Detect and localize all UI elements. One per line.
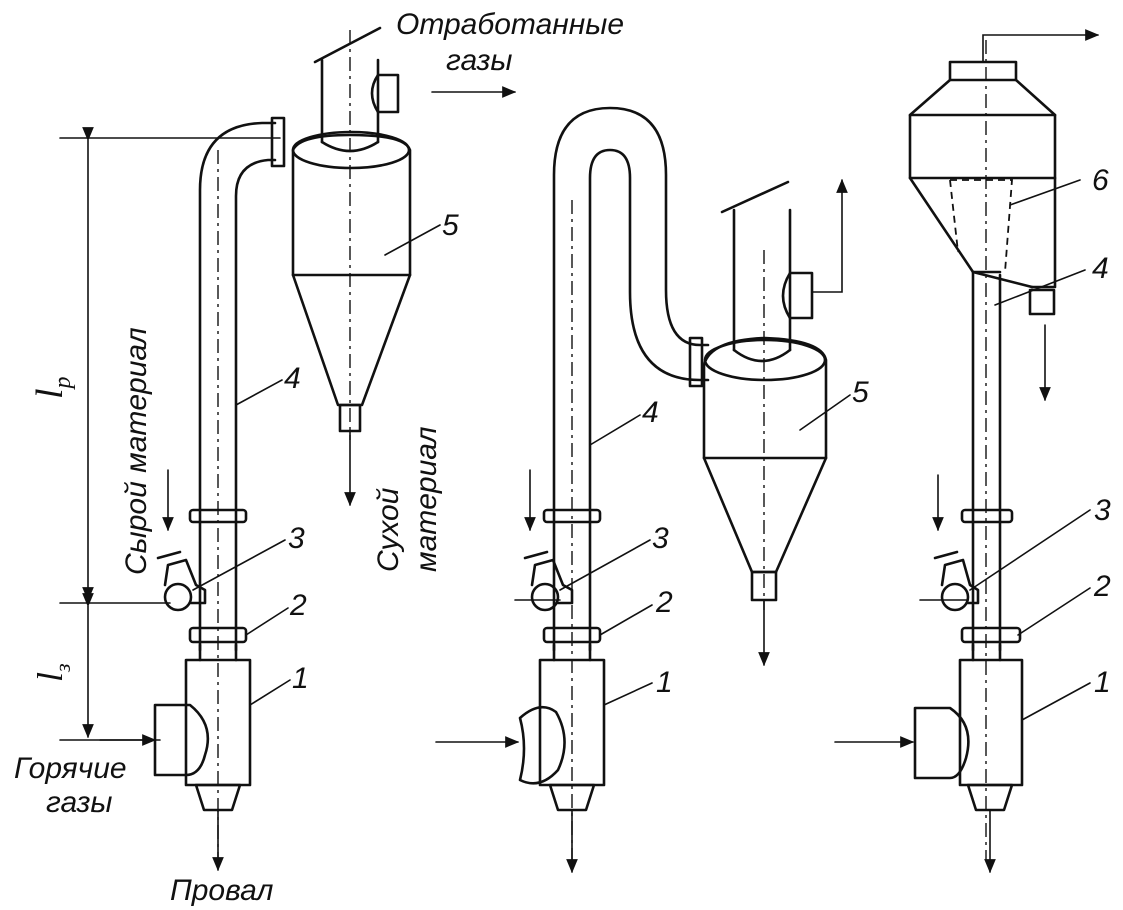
upper-flange-2: [542, 508, 602, 524]
cyclone-cone-2: [702, 456, 828, 574]
riser-outer-wall: [198, 121, 277, 652]
u-pipe-inner: [588, 148, 710, 652]
callout-4-3: 4: [1092, 252, 1109, 285]
scheme-3: 6 4 3 2 1: [834, 29, 1111, 874]
exhaust-pipe-bottom: [320, 140, 380, 153]
callout-1-3: 1: [1094, 666, 1111, 699]
callout-2: 2: [289, 589, 307, 622]
leader-1: [249, 679, 291, 706]
feeder-lip: [156, 550, 182, 560]
leader-4-3: [994, 269, 1086, 306]
dry-material-label-2: материал: [410, 426, 443, 572]
leader-3-3: [969, 509, 1091, 591]
feeder-hopper: [163, 558, 207, 605]
leader-6: [1009, 179, 1081, 206]
hot-gas-inlet-2: [518, 705, 566, 785]
callout-2-3: 2: [1093, 570, 1111, 603]
dim-zone-label: lз: [30, 663, 75, 682]
callout-4: 4: [284, 362, 301, 395]
exhaust-arrow-2: [811, 178, 848, 293]
exhaust-arrow-3: [982, 29, 1100, 63]
exhaust-outlet-2: [781, 271, 814, 320]
furnace-body: [184, 658, 252, 787]
u-pipe-outer: [552, 106, 710, 652]
exhaust-outlet: [370, 73, 400, 114]
cyclone-top-rim: [291, 130, 411, 170]
leader-2-3: [1017, 587, 1091, 636]
leader-5: [384, 224, 441, 256]
furnace-body-3: [958, 658, 1024, 787]
callout-5: 5: [442, 209, 459, 242]
exhaust-pipe-2: [732, 208, 792, 352]
callout-1: 1: [292, 662, 309, 695]
scheme-1: lр lз: [14, 8, 624, 907]
callout-3: 3: [288, 522, 305, 555]
exhaust-pipe-bottom-2: [732, 348, 792, 363]
hot-gas-inlet: [153, 703, 210, 777]
separator-top-collar: [948, 60, 1018, 82]
feeder-hopper-2: [530, 558, 574, 605]
scheme-2: 4 5 3 2 1: [435, 106, 869, 874]
furnace-bottom-cone-3: [966, 783, 1014, 812]
cyclone-inlet-flange: [270, 116, 286, 168]
leader-4: [235, 379, 283, 406]
raw-material-label: Сырой материал: [120, 327, 153, 575]
leader-1-3: [1021, 682, 1091, 721]
dim-pipe-label: lр: [29, 376, 76, 399]
upper-flange-3: [960, 508, 1014, 524]
cyclone-cylinder: [291, 133, 412, 277]
feeder-wheel: [163, 582, 193, 612]
leader-4-2: [589, 414, 641, 446]
exhaust-cut-2: [720, 180, 790, 214]
callout-6: 6: [1092, 164, 1109, 197]
flange-2-c: [960, 626, 1022, 644]
cyclone-outlet: [338, 403, 362, 433]
cyclone-cylinder-2: [702, 336, 828, 460]
callout-5-2: 5: [852, 376, 869, 409]
furnace-bottom-cone: [194, 783, 242, 812]
separator-inner-cone: [949, 179, 1013, 273]
hot-gas-inlet-3: [913, 706, 970, 780]
callout-2-2: 2: [655, 586, 673, 619]
cyclone-top-rim-2: [703, 338, 827, 382]
feeder-wheel-2: [530, 582, 560, 612]
failure-label: Провал: [170, 874, 273, 907]
furnace-bottom-cone-2: [548, 783, 596, 812]
callout-4-2: 4: [642, 396, 659, 429]
leader-5-2: [799, 394, 851, 431]
feeder-hopper-3: [940, 558, 980, 605]
leader-2: [245, 607, 289, 636]
furnace-body-2: [538, 658, 606, 787]
exhaust-cut: [313, 26, 382, 64]
callout-3-2: 3: [652, 522, 669, 555]
leader-2-2: [599, 604, 653, 636]
feeder-lip-2: [523, 550, 549, 560]
upper-flange: [188, 508, 248, 524]
separator-slope: [971, 270, 1034, 289]
riser-inner-wall: [234, 158, 277, 652]
exhaust-pipe: [320, 58, 380, 144]
cyclone-inlet-flange-2: [688, 336, 704, 388]
callout-3-3: 3: [1094, 494, 1111, 527]
cyclone-cone: [291, 273, 412, 407]
feeder-wheel-3: [940, 582, 970, 612]
separator-outlet: [1028, 288, 1056, 316]
callout-1-2: 1: [656, 666, 673, 699]
hot-gases-label-2: газы: [46, 786, 113, 819]
separator-body: [908, 176, 1057, 289]
dry-material-label-1: Сухой: [372, 487, 405, 572]
leader-3-2: [559, 539, 651, 591]
exhaust-label-2: газы: [446, 44, 513, 77]
feeder-lip-3: [933, 550, 959, 560]
leader-3: [192, 539, 286, 591]
separator-dome: [908, 78, 1057, 180]
exhaust-label-1: Отработанные: [396, 8, 624, 41]
leader-1-2: [603, 682, 653, 706]
hot-gases-label-1: Горячие: [14, 752, 127, 785]
